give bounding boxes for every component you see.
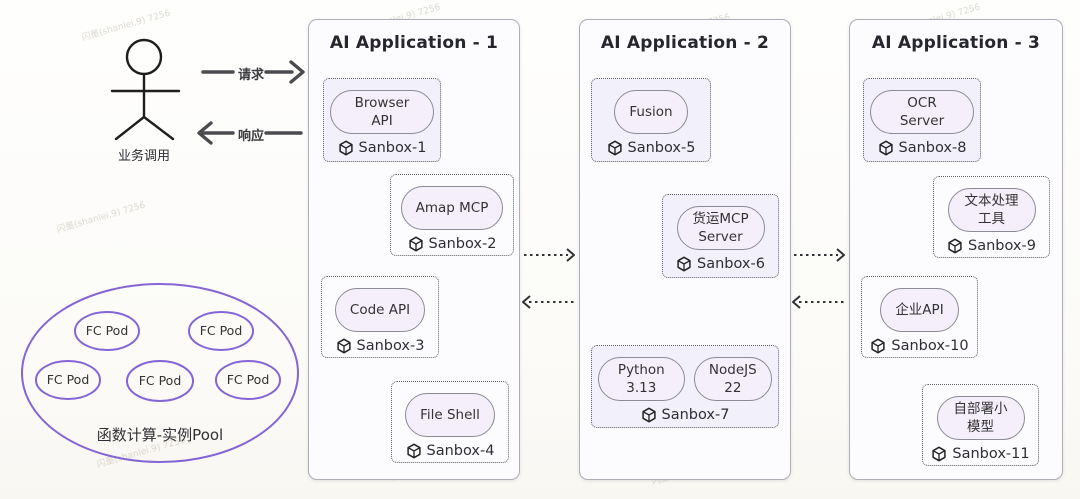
service-pill: OCR Server xyxy=(870,90,974,134)
sandbox-box-9: 文本处理工具 Sanbox-9 xyxy=(933,176,1050,258)
sandbox-box-1: Browser API Sanbox-1 xyxy=(323,78,441,162)
sandbox-name: Sanbox-11 xyxy=(952,446,1030,462)
cube-icon xyxy=(871,338,886,354)
panel-title: AI Application - 3 xyxy=(871,33,1041,53)
service-pill: NodeJS 22 xyxy=(693,357,772,402)
request-label: 请求 xyxy=(237,68,264,83)
service-pill: 文本处理工具 xyxy=(947,188,1036,232)
service-label: 货运MCP Server xyxy=(692,210,749,245)
sandbox-label: Sanbox-1 xyxy=(338,140,427,156)
service-label: OCR Server xyxy=(899,94,945,129)
sandbox-box-10: 企业API Sanbox-10 xyxy=(861,276,978,358)
cube-icon xyxy=(336,338,351,354)
service-label: File Shell xyxy=(420,406,480,423)
sandbox-name: Sanbox-10 xyxy=(891,338,969,354)
service-pill: File Shell xyxy=(405,393,495,437)
cube-icon xyxy=(878,140,893,156)
cube-icon xyxy=(948,238,962,254)
service-pill: Fusion xyxy=(614,90,688,134)
panel-title: AI Application - 2 xyxy=(600,33,770,53)
sandbox-name: Sanbox-6 xyxy=(697,256,765,272)
service-label: Amap MCP xyxy=(415,199,489,216)
cube-icon xyxy=(338,140,353,156)
service-label: 企业API xyxy=(895,301,944,318)
fc-pod-label: FC Pod xyxy=(85,323,129,338)
sandbox-name: Sanbox-2 xyxy=(428,236,497,252)
sandbox-label: Sanbox-2 xyxy=(408,236,497,252)
pool-label: 函数计算-实例Pool xyxy=(96,426,224,444)
service-pill: Code API xyxy=(334,288,426,332)
service-pill: 货运MCP Server xyxy=(676,206,765,250)
fc-pod-label: FC Pod xyxy=(46,372,90,387)
service-pill: Browser API xyxy=(330,90,434,134)
service-label: 文本处理工具 xyxy=(964,192,1019,227)
sandbox-box-6: 货运MCP Server Sanbox-6 xyxy=(662,194,779,278)
actor-label: 业务调用 xyxy=(117,149,170,164)
sandbox-label: Sanbox-4 xyxy=(406,443,495,459)
watermark-text: 闪墨(shanlei.9) 7256 xyxy=(80,8,172,44)
panel-ai-application-2: AI Application - 2 Fusion Sanbox-5 货运MCP… xyxy=(579,19,791,480)
fc-pod-label: FC Pod xyxy=(226,372,270,387)
cube-icon xyxy=(406,443,421,459)
service-label: 自部署小模型 xyxy=(953,400,1008,435)
sandbox-label: Sanbox-11 xyxy=(931,446,1030,462)
service-pill: 自部署小模型 xyxy=(936,396,1025,440)
sandbox-name: Sanbox-1 xyxy=(358,140,427,156)
sandbox-label: Sanbox-5 xyxy=(607,140,696,156)
sandbox-name: Sanbox-5 xyxy=(627,140,696,156)
service-label: Browser API xyxy=(354,94,410,129)
cube-icon xyxy=(408,236,423,252)
fc-pod-label: FC Pod xyxy=(199,323,243,338)
sandbox-label: Sanbox-7 xyxy=(641,407,730,424)
actor-figure xyxy=(110,38,181,141)
sandbox-box-7: Python 3.13 NodeJS 22 Sanbox-7 xyxy=(591,345,779,428)
sandbox-label: Sanbox-8 xyxy=(878,140,967,156)
sandbox-label: Sanbox-6 xyxy=(676,256,765,272)
service-label: Fusion xyxy=(629,103,673,120)
service-pill: 企业API xyxy=(880,288,959,332)
service-pill: Python 3.13 xyxy=(598,357,685,402)
service-label: Python 3.13 xyxy=(617,362,665,397)
service-label: Code API xyxy=(349,301,411,318)
sandbox-label: Sanbox-10 xyxy=(870,338,969,354)
cube-icon xyxy=(677,256,691,272)
sandbox-box-5: Fusion Sanbox-5 xyxy=(591,78,711,162)
cube-icon xyxy=(607,140,622,156)
service-pill-row: Python 3.13 NodeJS 22 xyxy=(598,357,772,402)
fc-pod-label: FC Pod xyxy=(138,373,182,388)
response-label: 响应 xyxy=(237,129,264,144)
panel-title: AI Application - 1 xyxy=(329,33,499,53)
sandbox-box-3: Code API Sanbox-3 xyxy=(321,276,439,358)
service-pill: Amap MCP xyxy=(400,186,504,230)
sandbox-box-2: Amap MCP Sanbox-2 xyxy=(390,174,514,256)
sandbox-name: Sanbox-4 xyxy=(426,443,495,459)
service-label: NodeJS 22 xyxy=(708,362,757,397)
sandbox-box-8: OCR Server Sanbox-8 xyxy=(863,78,981,162)
cube-icon xyxy=(932,446,947,462)
sandbox-name: Sanbox-9 xyxy=(968,238,1036,254)
cube-icon xyxy=(641,407,656,423)
sandbox-name: Sanbox-7 xyxy=(661,407,730,424)
sandbox-box-4: File Shell Sanbox-4 xyxy=(391,381,509,463)
sandbox-name: Sanbox-3 xyxy=(356,338,425,354)
sandbox-label: Sanbox-9 xyxy=(947,238,1036,254)
sandbox-box-11: 自部署小模型 Sanbox-11 xyxy=(922,384,1039,466)
panel-ai-application-3: AI Application - 3 OCR Server Sanbox-8 文… xyxy=(849,19,1063,480)
sandbox-label: Sanbox-3 xyxy=(336,338,425,354)
sandbox-name: Sanbox-8 xyxy=(898,140,967,156)
panel-ai-application-1: AI Application - 1 Browser API Sanbox-1 … xyxy=(308,19,520,480)
watermark-text: 闪墨(shanlei.9) 7256 xyxy=(55,200,147,236)
